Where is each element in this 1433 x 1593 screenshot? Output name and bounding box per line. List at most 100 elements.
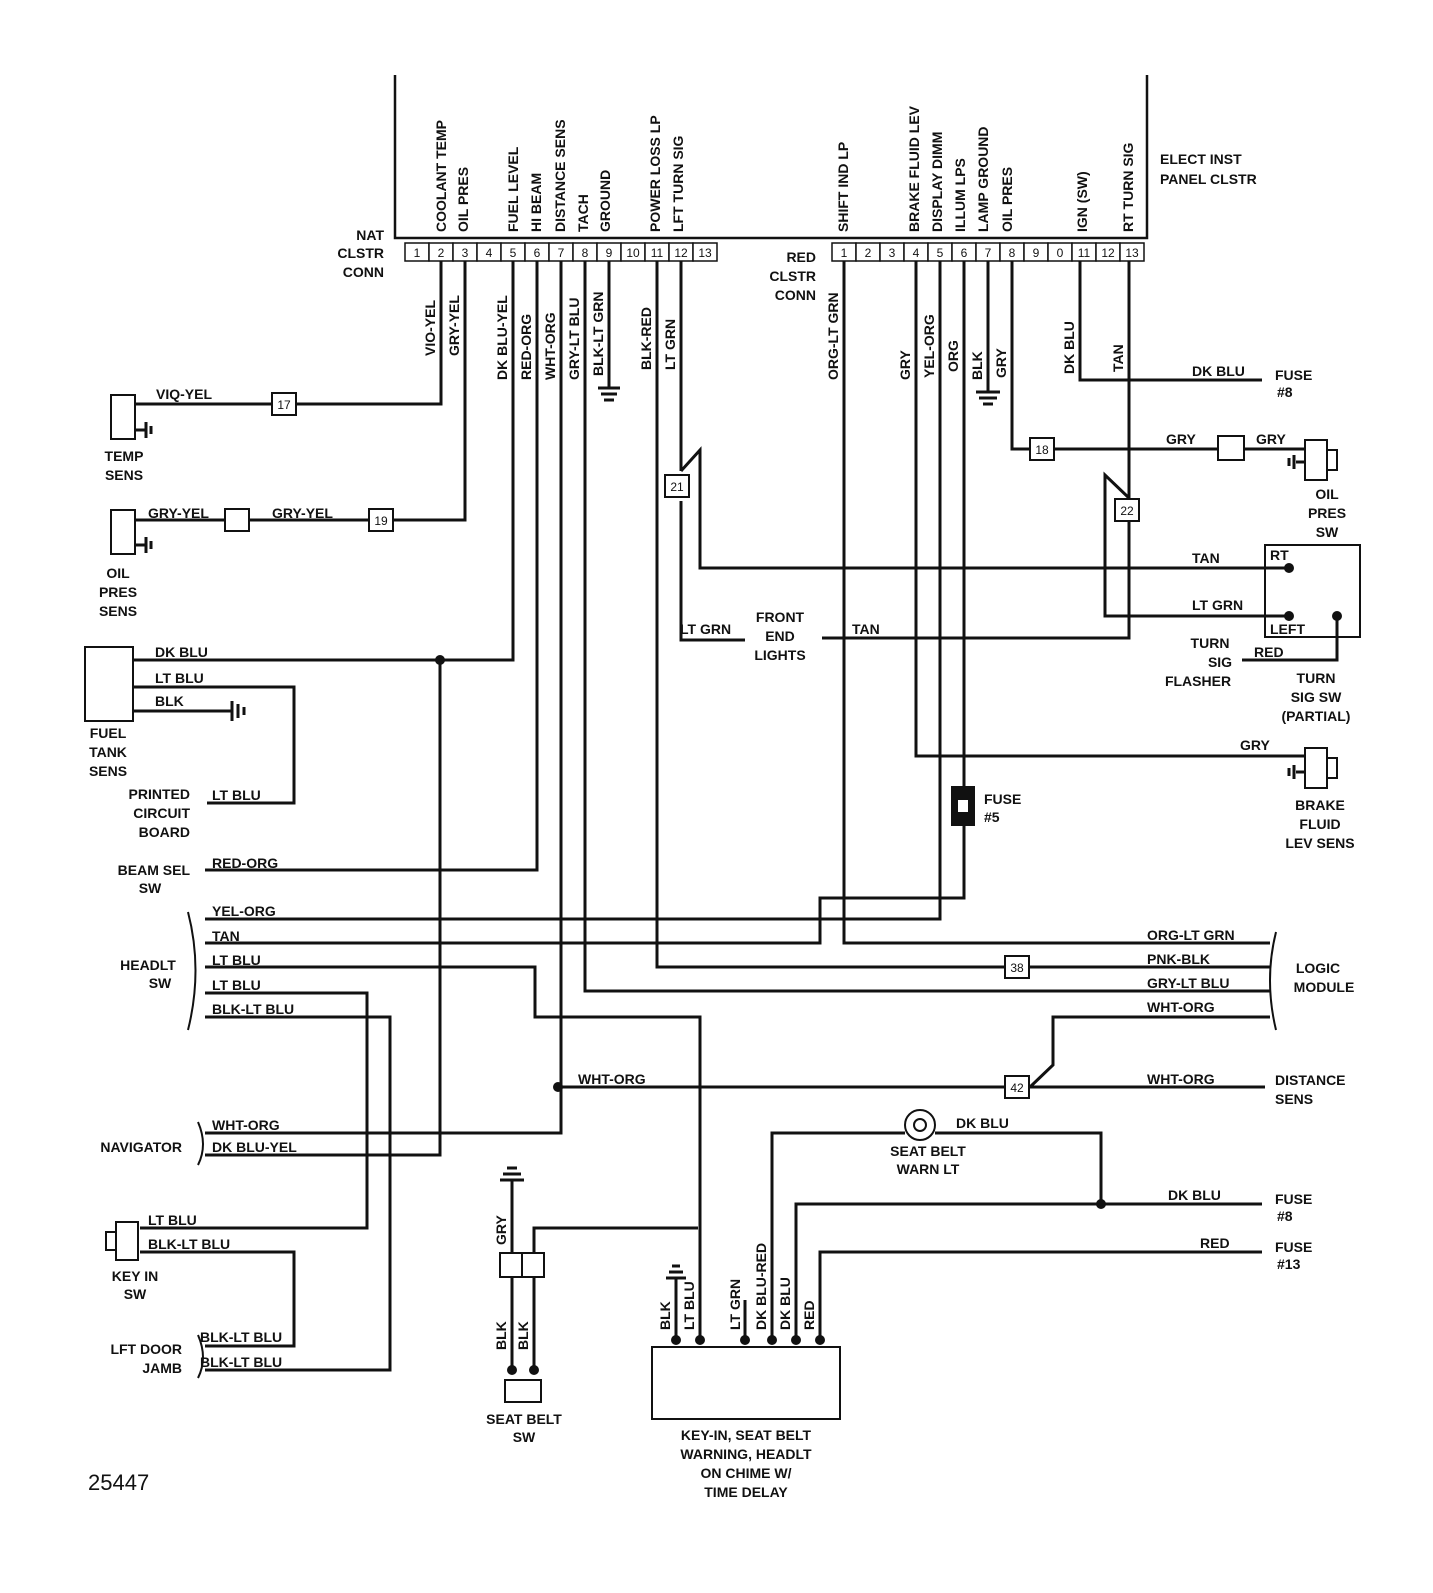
- junction-dot: [553, 1082, 563, 1092]
- distance-sensor: DISTANCE SENS: [1275, 1072, 1346, 1107]
- wire-gry-lt-blu: [583, 261, 1270, 993]
- fuse-8b-label-1: FUSE: [1275, 1191, 1312, 1207]
- fuse-5-label-1: FUSE: [984, 791, 1021, 807]
- panel-title-line2: PANEL CLSTR: [1160, 171, 1257, 187]
- circuit-lft-turn-sig: LFT TURN SIG: [670, 135, 686, 232]
- label-lt-blu-headlt-2: LT BLU: [212, 977, 261, 993]
- label-lt-grn-vert: LT GRN: [662, 319, 678, 370]
- ground-icon: [500, 1166, 524, 1182]
- red-pin: 11: [1078, 246, 1091, 260]
- oil-pres-sw-label-2: PRES: [1308, 505, 1346, 521]
- headlt-sw-label-2: SW: [149, 975, 172, 991]
- lft-door-jamb-label-2: JAMB: [142, 1360, 182, 1376]
- key-in-switch-icon: [115, 1221, 139, 1261]
- red-pin: 7: [985, 246, 992, 260]
- ground-icon: [230, 701, 246, 721]
- label-lt-grn-chime: LT GRN: [727, 1279, 743, 1330]
- ground-icon: [976, 390, 1000, 406]
- nat-conn-label-2: CLSTR: [337, 245, 384, 261]
- oil-pres-sw-label-3: SW: [1316, 524, 1339, 540]
- label-blk-seat-1: BLK: [493, 1321, 509, 1350]
- label-tan-vert: TAN: [1110, 344, 1126, 372]
- label-wht-org-mid: WHT-ORG: [578, 1071, 646, 1087]
- pcb-label-2: CIRCUIT: [133, 805, 190, 821]
- fuse-8a-label-2: #8: [1277, 384, 1293, 400]
- chime-label-2: WARNING, HEADLT: [680, 1446, 812, 1462]
- red-pin: 6: [961, 246, 968, 260]
- nat-pin: 10: [626, 246, 640, 260]
- beam-select-switch: BEAM SEL SW: [118, 862, 191, 896]
- fuse-13-label-2: #13: [1277, 1256, 1301, 1272]
- circuit-hi-beam: HI BEAM: [528, 173, 544, 232]
- chime-label-1: KEY-IN, SEAT BELT: [681, 1427, 812, 1443]
- fuel-tank-sens-label-3: SENS: [89, 763, 127, 779]
- label-blk-lt-blu-door-1: BLK-LT BLU: [200, 1329, 282, 1345]
- seat-belt-warning-lamp: SEAT BELT WARN LT: [890, 1109, 966, 1177]
- wire-blk-lt-blu-door: [205, 1015, 392, 1372]
- circuit-power-loss-lp: POWER LOSS LP: [647, 115, 663, 232]
- wire-lt-grn-front: [679, 501, 745, 642]
- circuit-oil-pres-red: OIL PRES: [999, 167, 1015, 232]
- label-dk-blu-vert: DK BLU: [1061, 321, 1077, 374]
- panel-title-line1: ELECT INST: [1160, 151, 1242, 167]
- label-blk-chime: BLK: [657, 1301, 673, 1330]
- key-in-sw-label-1: KEY IN: [112, 1268, 158, 1284]
- turn-signal-flasher: TURN SIG FLASHER: [1165, 635, 1232, 689]
- junction-dot: [767, 1335, 777, 1345]
- wire-dk-blu-chime: [794, 1202, 1101, 1340]
- label-gry-yel-horiz-2: GRY-YEL: [272, 505, 333, 521]
- key-in-switch: KEY IN SW: [105, 1221, 158, 1302]
- nat-pin: 2: [438, 246, 445, 260]
- nat-pin: 9: [606, 246, 613, 260]
- turn-signal-switch-box: [1264, 544, 1361, 638]
- wire-tan-front: [822, 522, 1131, 640]
- circuit-oil-pres-nat: OIL PRES: [455, 167, 471, 232]
- label-lt-blu-chime: LT BLU: [681, 1281, 697, 1330]
- wire-gry-oil: [1010, 261, 1305, 451]
- red-pin: 12: [1101, 246, 1115, 260]
- label-org-lt-grn-logic: ORG-LT GRN: [1147, 927, 1235, 943]
- junction-dot: [815, 1335, 825, 1345]
- wire-lt-blu-pcb: [133, 685, 296, 805]
- label-org-lt-grn-vert: ORG-LT GRN: [825, 292, 841, 380]
- red-pin: 3: [889, 246, 896, 260]
- oil-pres-sw-label-1: OIL: [1315, 486, 1339, 502]
- red-conn-label-2: CLSTR: [769, 268, 816, 284]
- red-pin: 0: [1057, 246, 1064, 260]
- beam-sel-label-1: BEAM SEL: [118, 862, 191, 878]
- nat-conn-label-1: NAT: [356, 227, 384, 243]
- junction-dot: [1284, 611, 1294, 621]
- wire-labels: VIO-YEL GRY-YEL DK BLU-YEL RED-ORG WHT-O…: [148, 292, 1286, 1371]
- red-pin: 5: [937, 246, 944, 260]
- oil-pres-sens-label-2: PRES: [99, 584, 137, 600]
- brake-fluid-label-2: FLUID: [1299, 816, 1340, 832]
- figure-number: 25447: [88, 1470, 149, 1495]
- junction-dot: [671, 1335, 681, 1345]
- nat-conn-label-3: CONN: [343, 264, 384, 280]
- label-gry-brake: GRY: [1240, 737, 1270, 753]
- wire-lt-blu-chime: [205, 965, 702, 1340]
- fuel-tank-sens-label-1: FUEL: [90, 725, 127, 741]
- oil-pressure-sensor-icon: [110, 509, 136, 555]
- label-red-fuse13: RED: [1200, 1235, 1230, 1251]
- wire-blk-lt-blu-keyin: [140, 1250, 296, 1348]
- wire-tan-headlt: [205, 826, 966, 945]
- circuit-lamp-ground: LAMP GROUND: [975, 126, 991, 232]
- label-lt-grn-front: LT GRN: [680, 621, 731, 637]
- label-dk-blu-fuel: DK BLU: [155, 644, 208, 660]
- label-red-flasher: RED: [1254, 644, 1284, 660]
- label-blk-fuel: BLK: [155, 693, 184, 709]
- splice-21-label: 21: [670, 480, 684, 494]
- fuse-8a-label-1: FUSE: [1275, 367, 1312, 383]
- navigator: NAVIGATOR: [100, 1121, 204, 1166]
- ground-icon: [598, 380, 620, 402]
- wire-org-lt-grn: [842, 261, 1270, 945]
- splice-38-label: 38: [1010, 961, 1024, 975]
- label-wht-org-nav: WHT-ORG: [212, 1117, 280, 1133]
- label-gry-lt-blu-logic: GRY-LT BLU: [1147, 975, 1229, 991]
- label-lt-blu-fuel: LT BLU: [155, 670, 204, 686]
- label-wht-org-distance: WHT-ORG: [1147, 1071, 1215, 1087]
- nat-pin: 13: [698, 246, 712, 260]
- wire-blk-red: [655, 261, 1270, 969]
- turn-sig-sw-label-1: TURN: [1297, 670, 1336, 686]
